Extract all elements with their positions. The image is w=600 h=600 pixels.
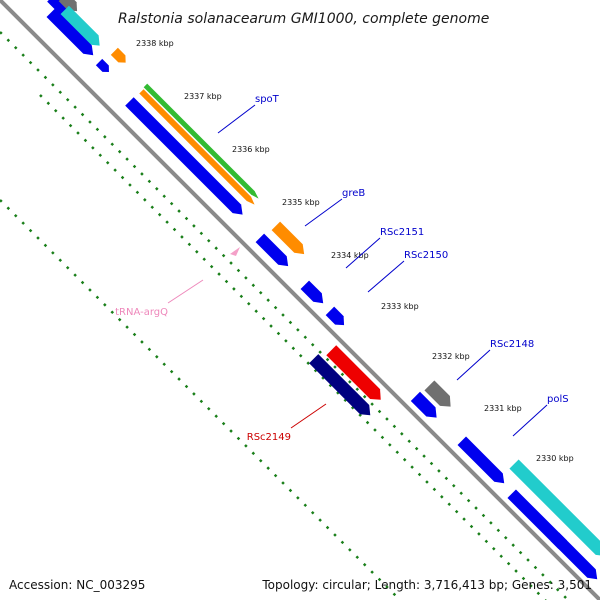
tick-label: 2334 kbp [331, 251, 369, 260]
tick-label: 2336 kbp [232, 145, 270, 154]
red-feature[interactable] [326, 345, 385, 404]
gene-label[interactable]: greB [342, 188, 365, 199]
gene-label[interactable]: RSc2149 [247, 432, 291, 443]
cds-feature[interactable] [550, 532, 600, 584]
cyan-feature[interactable] [509, 459, 600, 560]
tick-label: 2330 kbp [536, 454, 574, 463]
label-leader-line [217, 104, 256, 134]
tick-label: 2337 kbp [184, 92, 222, 101]
genome-summary-text: Topology: circular; Length: 3,716,413 bp… [262, 578, 592, 592]
tick-label: 2333 kbp [381, 302, 419, 311]
gene-label[interactable]: RSc2148 [490, 339, 534, 350]
tick-label: 2338 kbp [136, 39, 174, 48]
gray-feature[interactable] [424, 380, 455, 411]
navy-feature[interactable] [309, 354, 375, 420]
label-leader-line [345, 237, 381, 269]
cds-feature[interactable] [125, 97, 247, 219]
gene-label[interactable]: RSc2150 [404, 250, 448, 261]
gene-label[interactable]: RSc2151 [380, 227, 424, 238]
green-feature[interactable] [143, 83, 261, 201]
tick-label: 2332 kbp [432, 352, 470, 361]
label-leader-line [304, 198, 343, 227]
gene-label[interactable]: spoT [255, 94, 280, 105]
accession-text: Accession: NC_003295 [9, 578, 146, 592]
label-leader-line [167, 279, 204, 304]
label-leader-line [367, 260, 405, 293]
cds-feature[interactable] [46, 8, 98, 60]
gray-feature[interactable] [58, 0, 82, 15]
label-leader-line [456, 349, 491, 381]
map-title: Ralstonia solanacearum GMI1000, complete… [118, 11, 489, 27]
dotted-line-inner [0, 31, 569, 600]
cds-feature[interactable] [255, 233, 293, 271]
cds-feature[interactable] [95, 58, 112, 75]
label-leader-line [290, 403, 327, 429]
labels: 2338 kbp 2337 kbp 2336 kbp 2335 kbp 2334 kbp… [115, 39, 574, 463]
gene-label[interactable]: polS [547, 394, 569, 405]
tick-label: 2335 kbp [282, 198, 320, 207]
label-leader-line [512, 404, 548, 437]
tick-label: 2331 kbp [484, 404, 522, 413]
cds-feature[interactable] [410, 391, 441, 422]
cyan-feature[interactable] [59, 5, 105, 51]
cds-feature[interactable] [300, 280, 328, 308]
gene-label[interactable]: tRNA-argQ [115, 307, 168, 318]
cds-feature[interactable] [507, 489, 572, 554]
gene-features [46, 0, 600, 584]
trna-feature[interactable] [230, 247, 240, 256]
tick-lines [0, 31, 569, 600]
cds-feature[interactable] [325, 306, 349, 330]
orange-feature[interactable] [139, 89, 256, 206]
cds-feature[interactable] [457, 436, 509, 488]
orange-feature[interactable] [110, 47, 129, 66]
orange-feature[interactable] [271, 221, 309, 259]
dotted-line-outer [39, 94, 547, 600]
dotted-line-far [0, 199, 402, 600]
